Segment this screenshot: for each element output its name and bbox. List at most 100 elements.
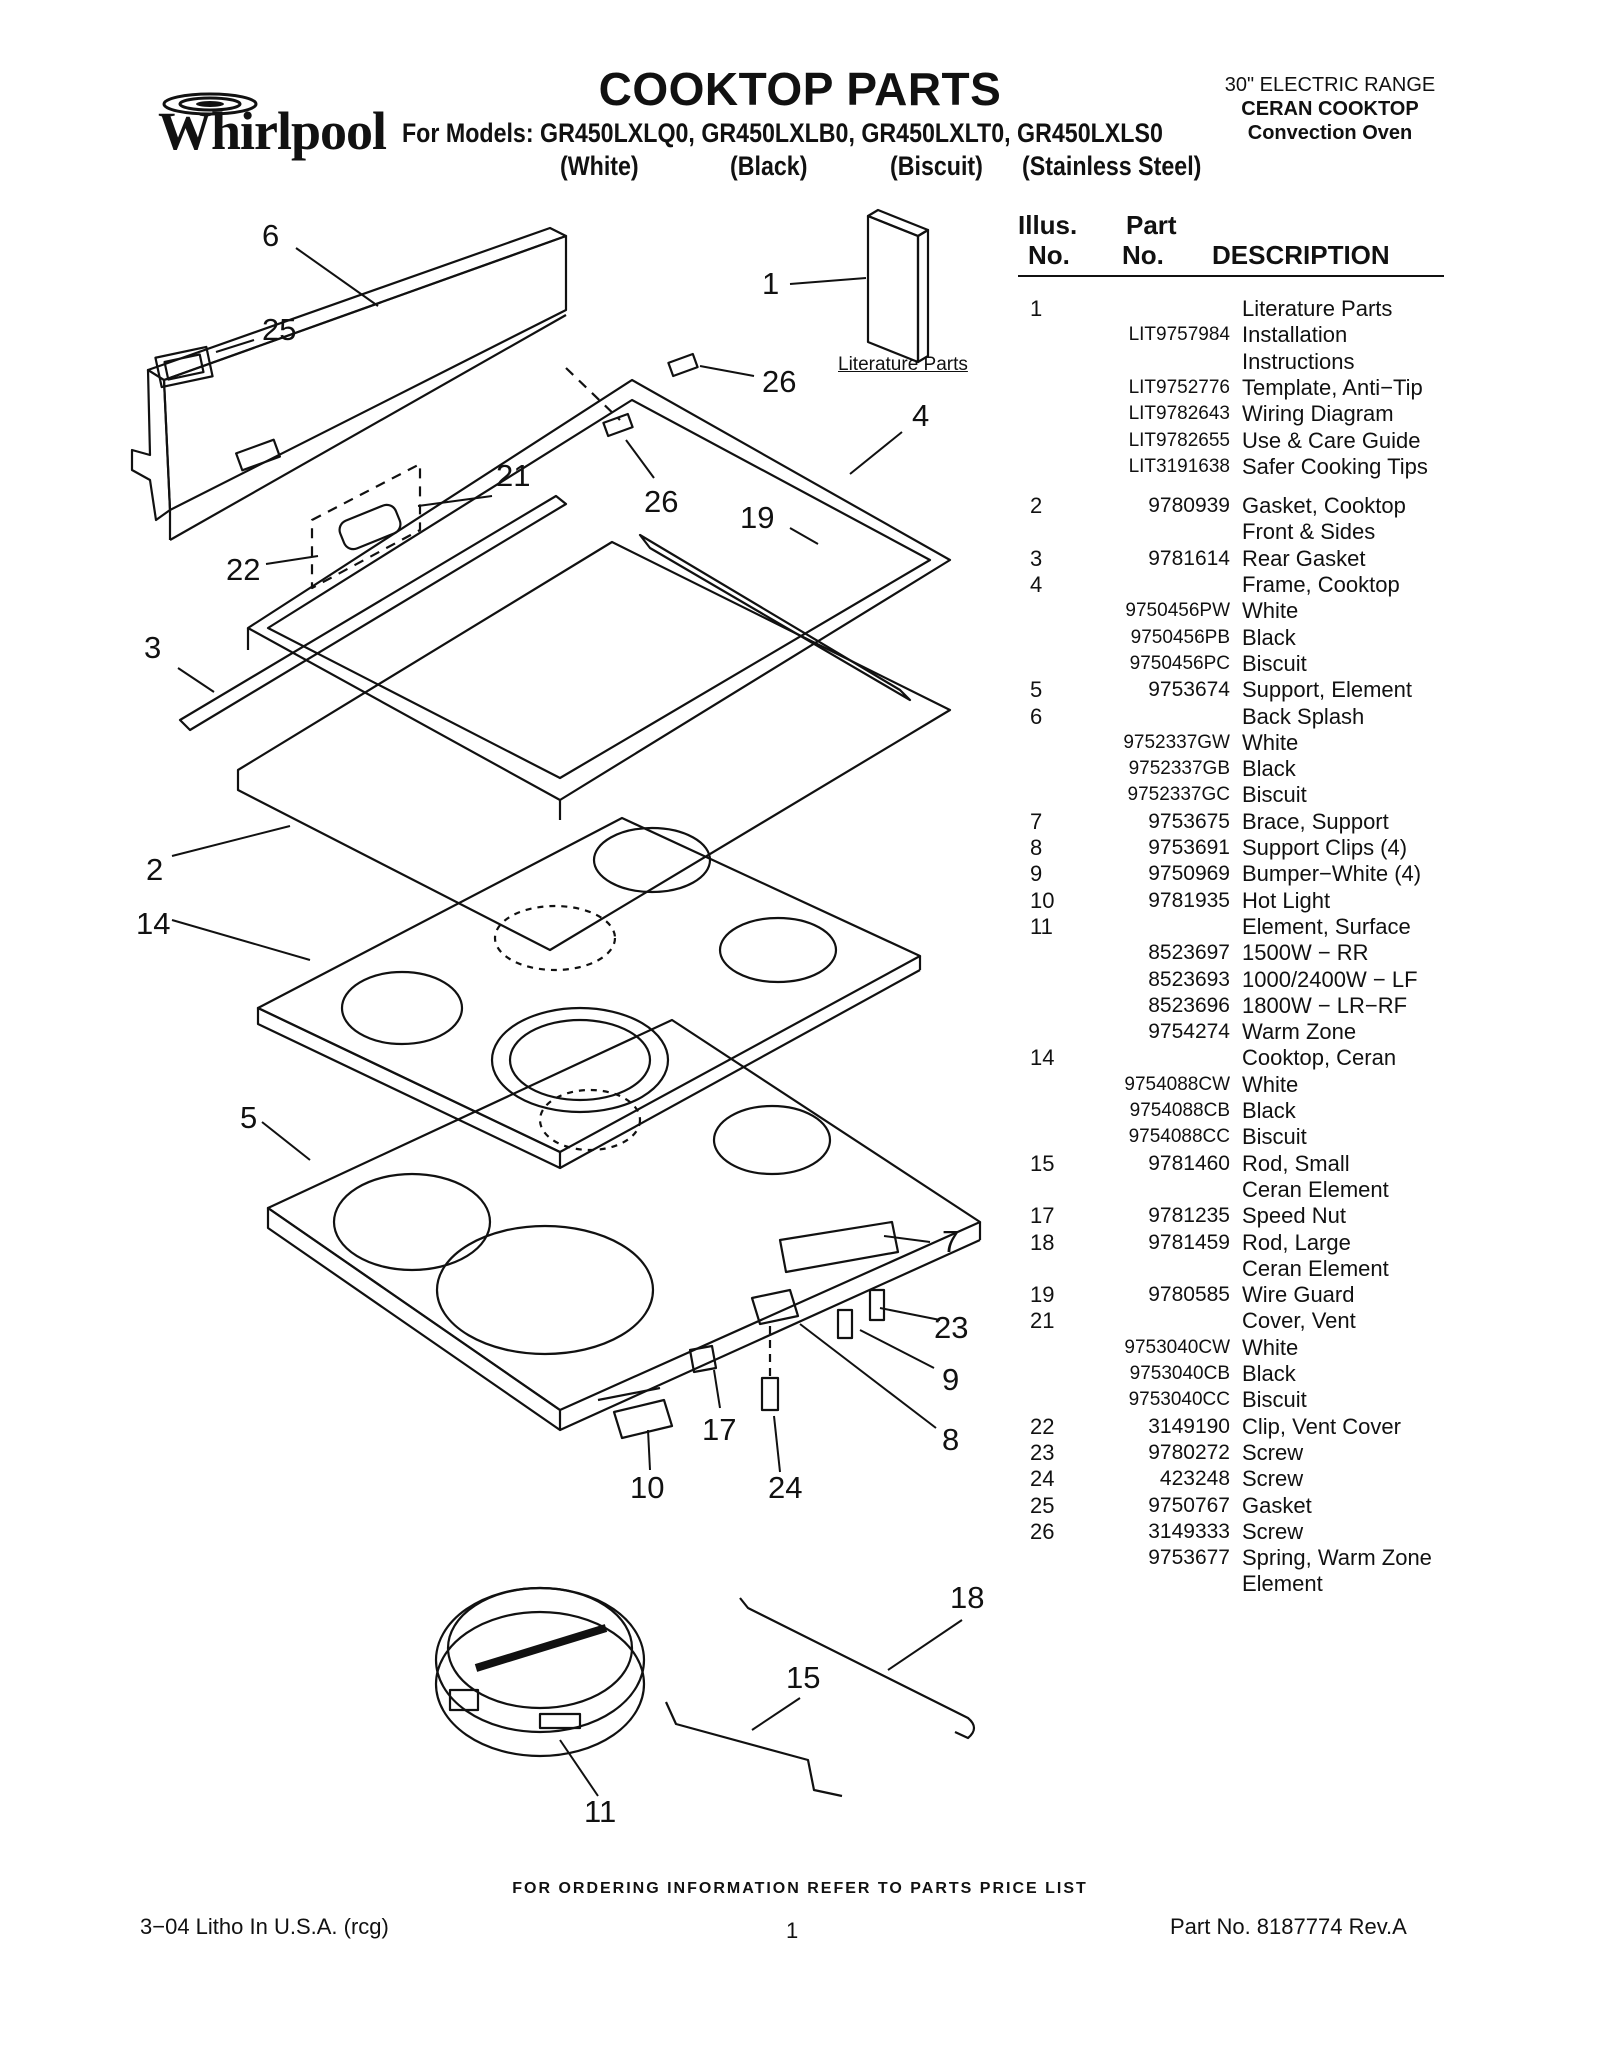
part-description: Spring, Warm Zone (1242, 1545, 1432, 1571)
part-description: Screw (1242, 1439, 1304, 1465)
part-description: Black (1242, 756, 1296, 782)
part-description: Element (1242, 1571, 1323, 1597)
part-description: Screw (1242, 1466, 1304, 1492)
part-number: 9754088CC (1128, 1126, 1230, 1148)
callout-9: 9 (942, 1362, 960, 1397)
callout-21: 21 (496, 458, 531, 493)
part-description: Gasket, Cooktop (1242, 493, 1406, 519)
part-number: LIT9782643 (1128, 403, 1230, 425)
part-description: Black (1242, 1361, 1296, 1386)
part-number: 9781459 (1148, 1230, 1230, 1254)
part-description: Hot Light (1242, 887, 1331, 913)
screw-26-part (602, 352, 699, 438)
part-number: 9781935 (1148, 888, 1230, 912)
part-description: Cooktop, Ceran (1242, 1045, 1397, 1071)
part-description: Instructions (1242, 348, 1355, 374)
part-description: White (1242, 729, 1299, 755)
surface-element-part (434, 1586, 646, 1758)
cooktop-frame-part (246, 378, 952, 820)
illus-number: 14 (1030, 1045, 1055, 1071)
part-description: Biscuit (1242, 650, 1307, 676)
document-part-number: Part No. 8187774 Rev.A (1170, 1914, 1407, 1939)
part-number: 423248 (1159, 1467, 1230, 1491)
part-description: Rod, Small (1242, 1150, 1350, 1176)
illus-number: 24 (1030, 1466, 1055, 1492)
brand-logo-swirl-icon (162, 92, 258, 116)
screw-24-part (760, 1376, 780, 1412)
part-description: Front & Sides (1242, 519, 1376, 545)
part-description: Rear Gasket (1242, 545, 1366, 571)
part-description: Cover, Vent (1242, 1308, 1356, 1334)
table-header-rule (1018, 275, 1444, 277)
illus-number: 25 (1030, 1492, 1055, 1518)
part-number: 9753677 (1148, 1546, 1230, 1570)
part-description: Screw (1242, 1518, 1304, 1544)
part-description: Black (1242, 624, 1296, 650)
part-description: Biscuit (1242, 782, 1307, 808)
part-description: Bumper−White (4) (1242, 861, 1422, 887)
part-number: 9754274 (1148, 1020, 1230, 1044)
part-description: Biscuit (1242, 1387, 1307, 1413)
hot-light-part (597, 1386, 674, 1440)
callout-4: 4 (912, 398, 930, 433)
part-number: LIT9752776 (1128, 376, 1230, 398)
rear-gasket-part (178, 494, 568, 732)
callout-22: 22 (226, 552, 261, 587)
part-number: 9753040CB (1129, 1363, 1230, 1384)
illus-number: 4 (1030, 572, 1043, 597)
illus-number: 23 (1030, 1439, 1055, 1465)
part-number: 9750456PC (1129, 652, 1230, 674)
table-header-illus: Illus. No. (1018, 210, 1078, 270)
illus-number: 6 (1030, 703, 1043, 729)
callout-8: 8 (942, 1422, 960, 1457)
part-description: Support, Element (1242, 677, 1412, 703)
exploded-parts-diagram (130, 208, 982, 1798)
gasket-25-part (154, 345, 214, 389)
part-description: Use & Care Guide (1242, 427, 1421, 453)
callout-3: 3 (144, 630, 162, 665)
callout-24: 24 (768, 1470, 803, 1505)
part-number: 9780939 (1148, 494, 1230, 518)
part-description: White (1242, 1334, 1299, 1360)
part-description: Warm Zone (1242, 1019, 1357, 1045)
table-header-description: DESCRIPTION (1212, 240, 1390, 270)
part-description: Safer Cooking Tips (1242, 453, 1428, 479)
part-description: Gasket (1242, 1492, 1312, 1518)
part-number: 9780585 (1148, 1283, 1230, 1307)
part-number: LIT9757984 (1128, 324, 1230, 346)
illus-number: 17 (1030, 1203, 1055, 1229)
bumper-9-part (836, 1308, 854, 1340)
table-header-part: Part No. (1122, 210, 1177, 270)
part-number: 8523697 (1148, 941, 1230, 965)
model-list: For Models: GR450LXLQ0, GR450LXLB0, GR45… (402, 118, 1163, 148)
product-type: 30" ELECTRIC RANGE (1224, 74, 1436, 96)
part-description: Biscuit (1242, 1124, 1307, 1150)
part-description: Frame, Cooktop (1242, 572, 1400, 597)
illus-number: 22 (1030, 1413, 1055, 1439)
part-description: Ceran Element (1242, 1176, 1389, 1202)
callout-7: 7 (942, 1224, 960, 1259)
illus-number: 26 (1030, 1518, 1055, 1544)
wire-guard-part (638, 533, 912, 702)
part-description: Black (1242, 1098, 1296, 1123)
screw-23-part (868, 1288, 886, 1322)
callout-17: 17 (702, 1412, 737, 1447)
part-description: White (1242, 598, 1299, 624)
part-description: 1500W − RR (1242, 940, 1369, 966)
part-description: Wire Guard (1242, 1282, 1355, 1308)
callout-5: 5 (240, 1100, 258, 1135)
part-number: 9780272 (1148, 1440, 1230, 1464)
illus-number: 15 (1030, 1150, 1055, 1176)
illus-number: 21 (1030, 1308, 1055, 1334)
callout-11: 11 (584, 1794, 617, 1829)
product-feature: Convection Oven (1247, 122, 1413, 144)
callout-23: 23 (934, 1310, 969, 1345)
illus-number: 18 (1030, 1229, 1055, 1255)
part-number: 8523696 (1148, 993, 1230, 1017)
part-number: 9754088CW (1124, 1073, 1230, 1095)
callout-6: 6 (262, 218, 280, 253)
part-description: Template, Anti−Tip (1242, 374, 1423, 400)
part-number: 9752337GB (1128, 758, 1230, 780)
part-number: 9753675 (1148, 809, 1230, 833)
part-description: Literature Parts (1242, 296, 1393, 321)
